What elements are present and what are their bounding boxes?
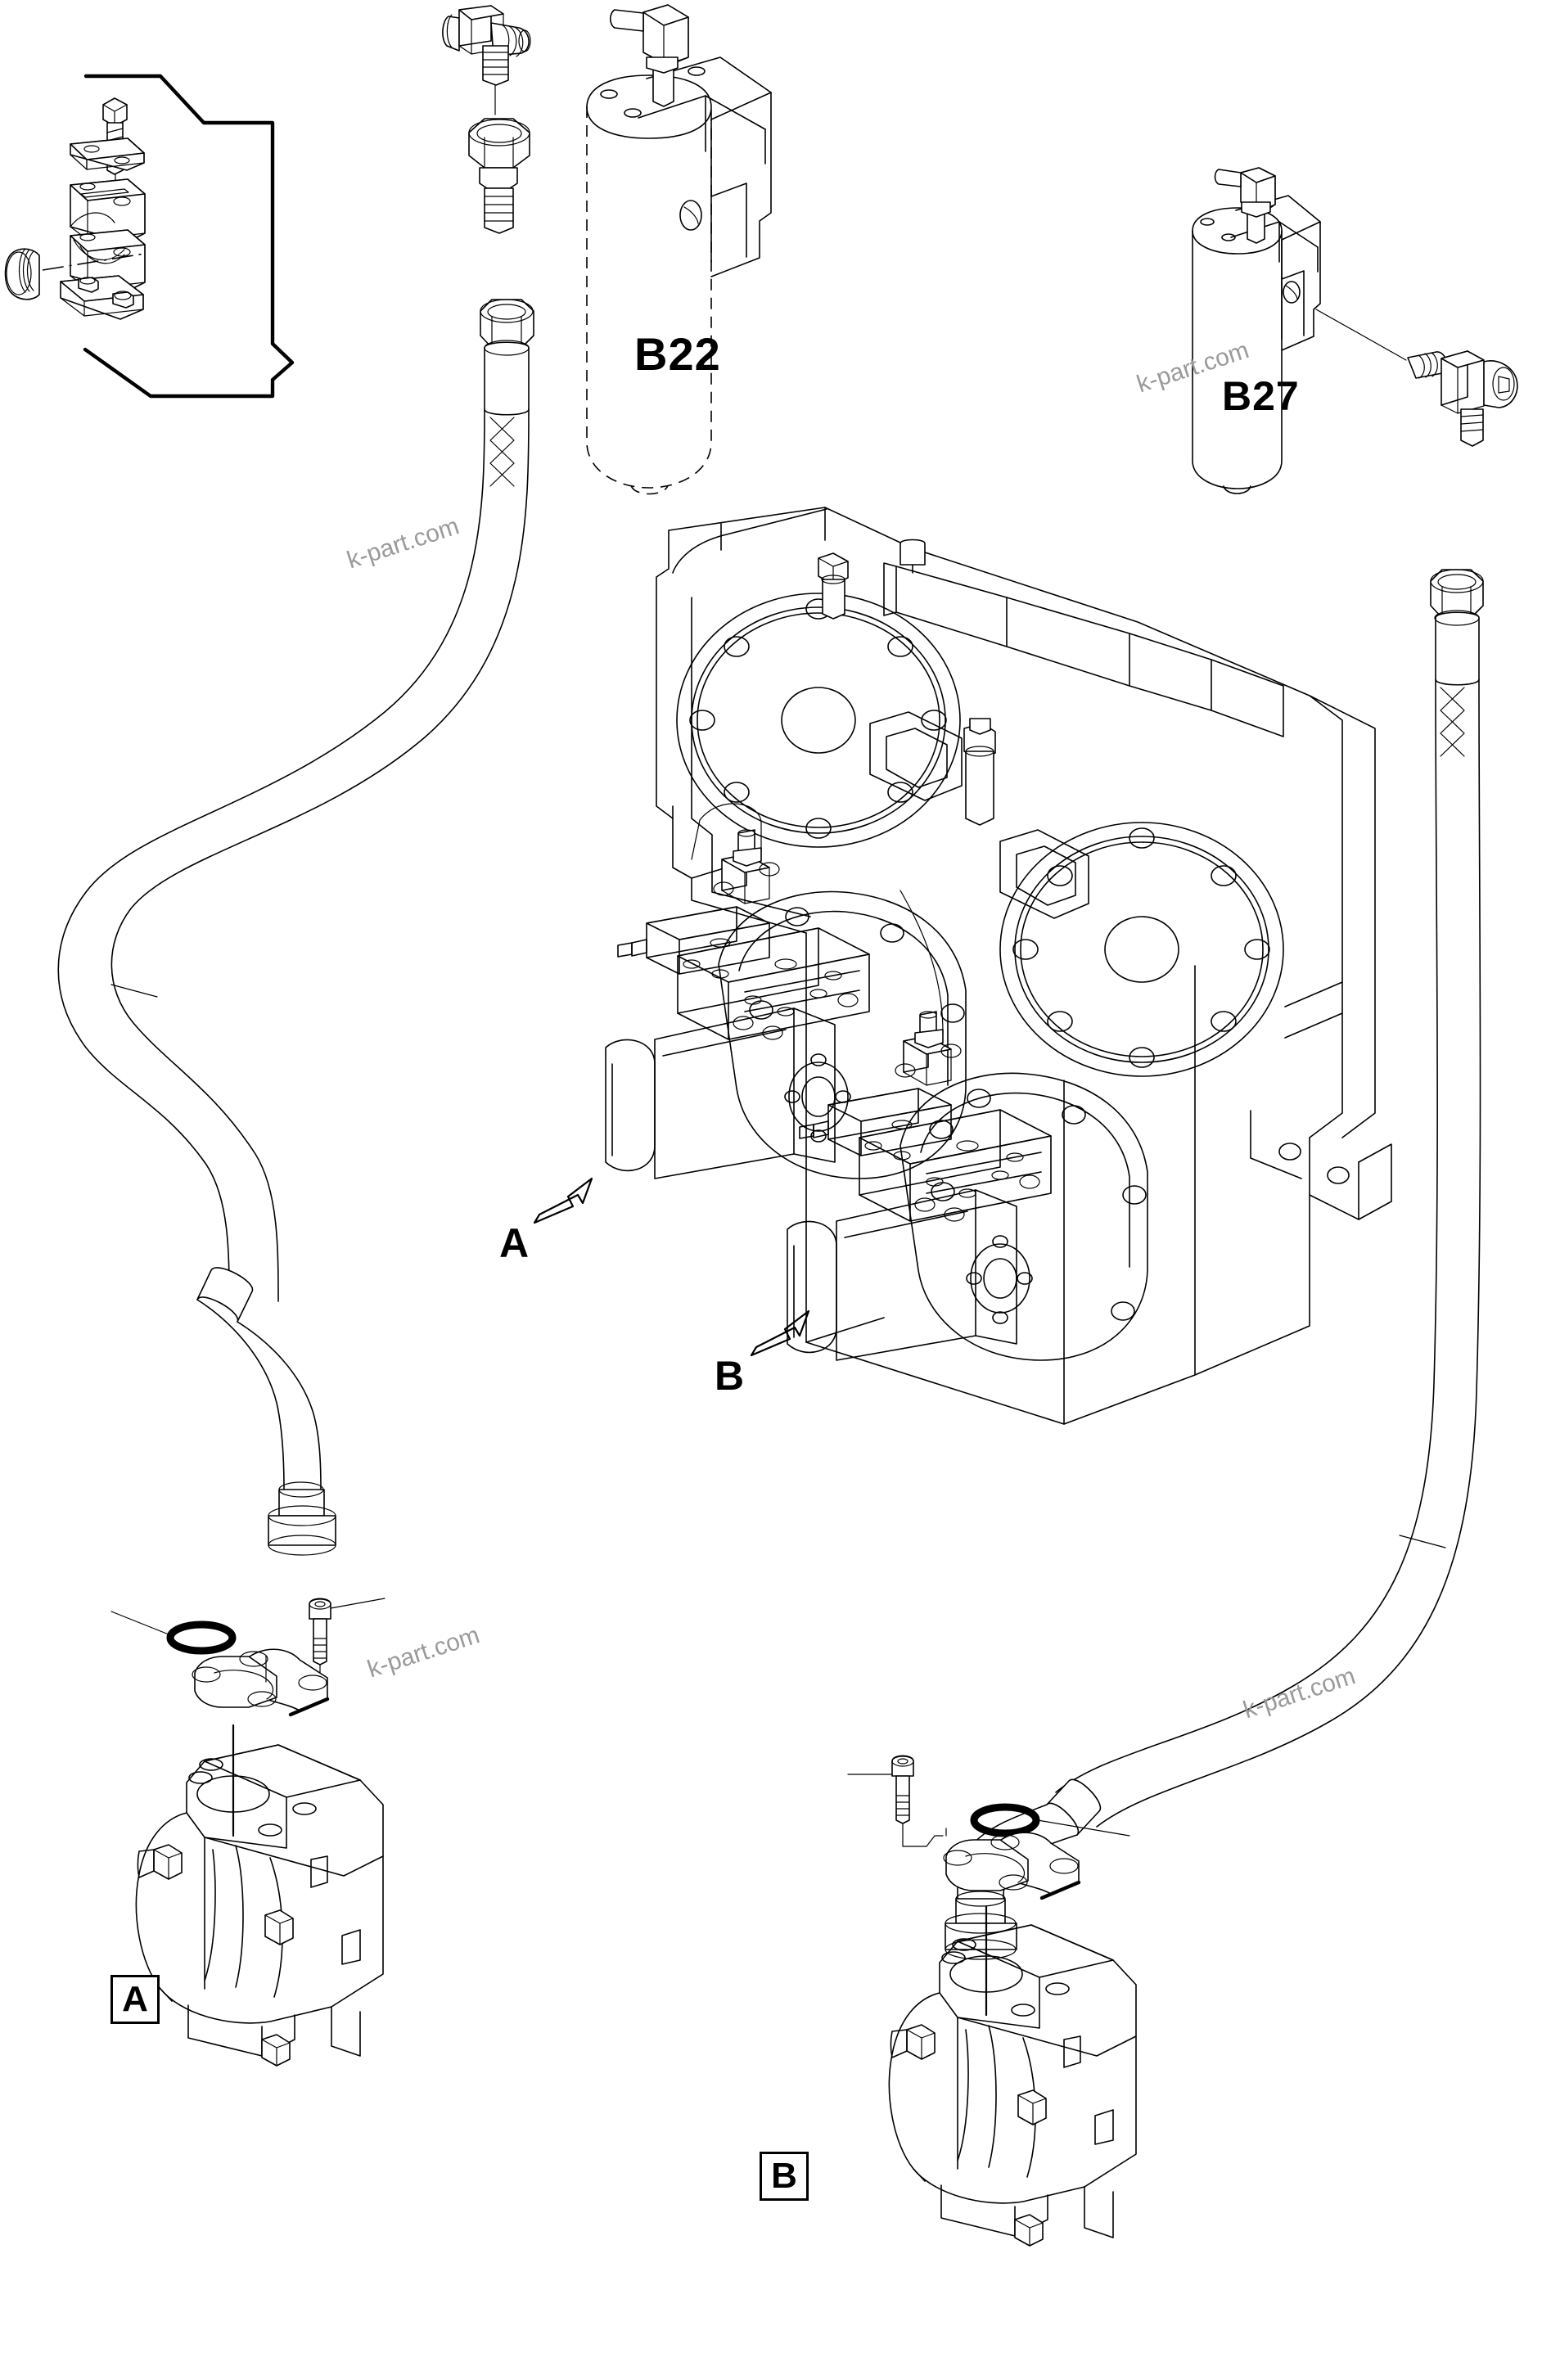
clamp-base-plate bbox=[60, 275, 144, 320]
pump-b bbox=[787, 890, 1148, 1361]
gearbox-flange-right bbox=[999, 822, 1284, 1077]
filter-b22-group bbox=[442, 4, 772, 495]
socket-bolt-a bbox=[309, 1598, 331, 1666]
bolt-b-pointer bbox=[902, 1823, 944, 1847]
detail-b-group bbox=[847, 1755, 1137, 2247]
adapter-nut-b22 bbox=[468, 118, 530, 234]
clamp-assembly-group bbox=[4, 74, 295, 399]
filter-b27-label: B27 bbox=[1222, 373, 1300, 419]
clamp-half-lower bbox=[70, 229, 146, 292]
filter-b22 bbox=[586, 4, 772, 495]
callout-arrow-b-label: B bbox=[715, 1353, 745, 1399]
split-flange-b bbox=[943, 1832, 1081, 1900]
split-flange-a bbox=[192, 1648, 330, 1717]
clamp-bracket-outline bbox=[83, 74, 295, 399]
filter-b27-group bbox=[1192, 167, 1518, 494]
callout-arrow-a-label: A bbox=[499, 1220, 530, 1266]
clamp-half-upper bbox=[70, 178, 146, 243]
hose-right bbox=[945, 569, 1484, 1960]
socket-bolt-b bbox=[891, 1755, 914, 1824]
b27-leader-line bbox=[1315, 309, 1407, 361]
motor-a bbox=[135, 1744, 384, 2067]
elbow-fitting-b22 bbox=[442, 5, 531, 86]
detail-box-a-label: A bbox=[110, 1975, 160, 2024]
o-ring-a-leader bbox=[110, 1611, 169, 1635]
detail-a-group bbox=[110, 1598, 386, 2067]
detail-box-b-label: B bbox=[760, 2152, 809, 2201]
bolt-a-leader bbox=[330, 1598, 386, 1609]
o-ring-b-leader bbox=[1037, 1819, 1130, 1837]
filter-b22-label: B22 bbox=[634, 328, 721, 380]
o-ring-a bbox=[166, 1620, 237, 1655]
o-ring-b bbox=[970, 1803, 1040, 1837]
plug-centerline bbox=[42, 253, 145, 271]
hose-left bbox=[57, 299, 534, 1556]
callout-arrow-a bbox=[533, 1177, 593, 1224]
elbow-fitting-b27 bbox=[1407, 350, 1518, 447]
plug-cap bbox=[4, 248, 40, 300]
gearbox-flange-left bbox=[676, 593, 961, 848]
clamp-top-plate bbox=[70, 137, 145, 171]
filter-b27 bbox=[1192, 167, 1321, 494]
callout-arrow-b bbox=[750, 1309, 810, 1357]
motor-b bbox=[888, 1924, 1137, 2247]
pump-a bbox=[605, 803, 967, 1179]
gearbox bbox=[656, 507, 1392, 1425]
